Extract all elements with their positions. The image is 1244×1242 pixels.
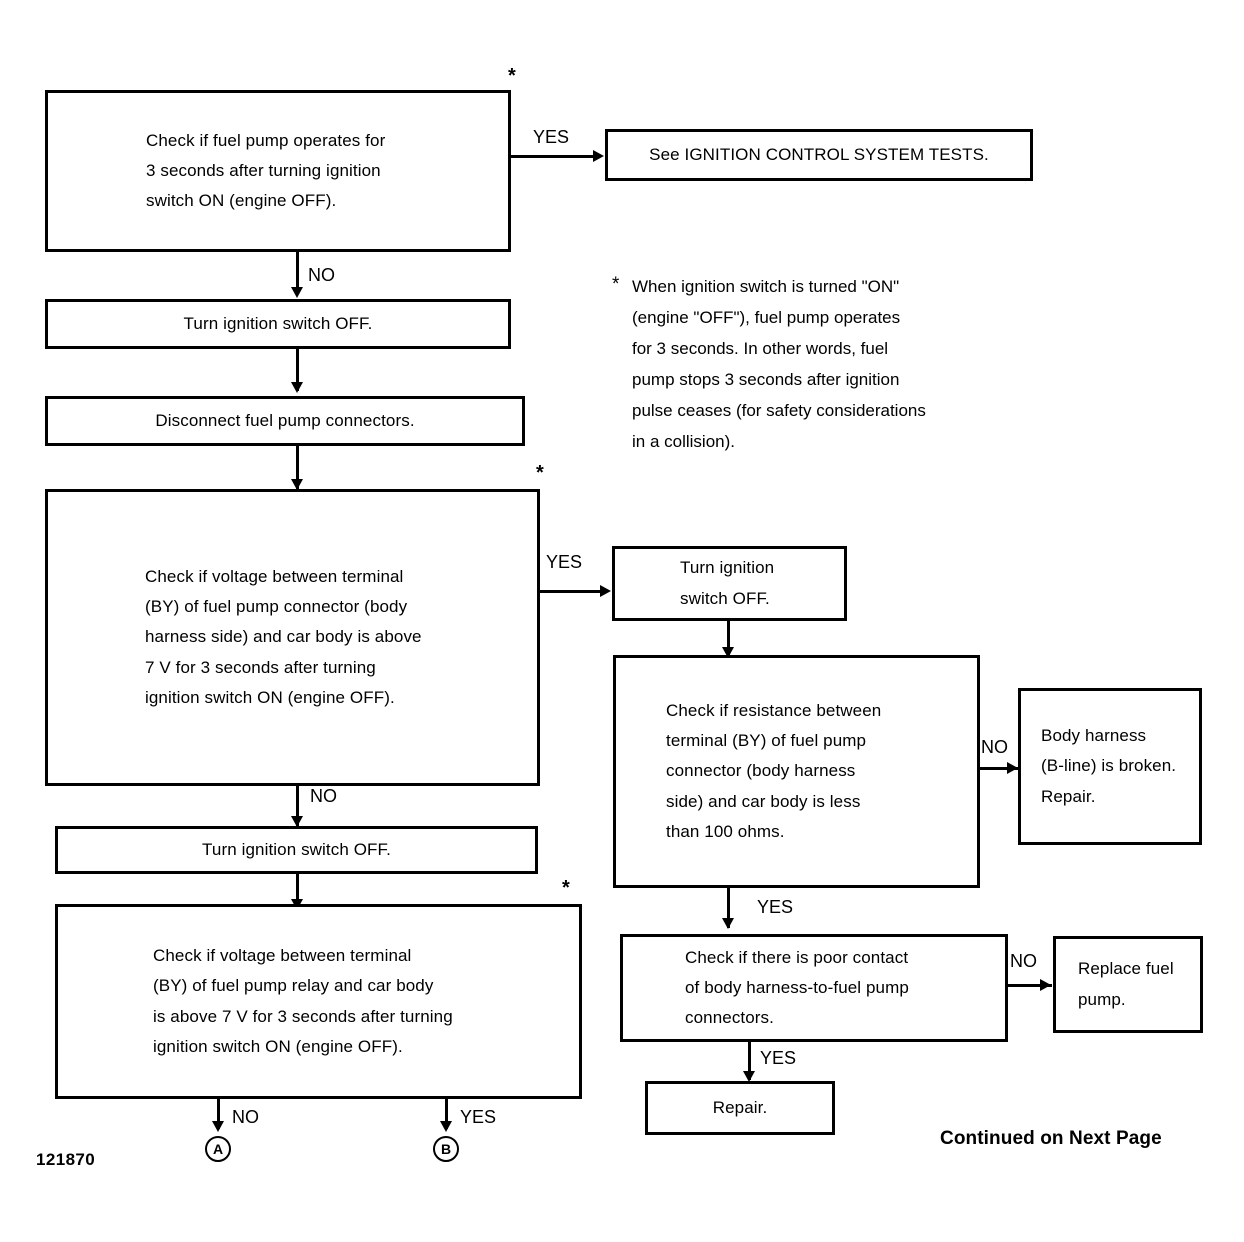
- edge-pump-operates-no-line: [296, 252, 299, 294]
- continued-on-next-page: Continued on Next Page: [940, 1128, 1162, 1149]
- edge-label-pump-operates-yes: YES: [533, 127, 570, 147]
- node-see-ignition-tests[interactable]: See IGNITION CONTROL SYSTEM TESTS.: [605, 129, 1033, 181]
- edge-poor-contact-yes-line: [748, 1042, 751, 1080]
- footnote-marker: *: [612, 274, 620, 295]
- edge-relay-yes-arrow: [440, 1121, 452, 1132]
- edge-label-relay-yes: YES: [460, 1107, 497, 1127]
- node-turn-off-1-label: Turn ignition switch OFF.: [183, 313, 373, 333]
- node-check-voltage-relay-label: Check if voltage between terminal (BY) o…: [153, 946, 453, 1056]
- node-replace-fuel-pump-label: Replace fuel pump.: [1078, 959, 1174, 1009]
- edge-label-poor-contact-yes: YES: [760, 1048, 797, 1068]
- edge-turnoff1-to-disconnect-arrow: [291, 382, 303, 393]
- node-check-voltage-relay[interactable]: Check if voltage between terminal (BY) o…: [55, 904, 582, 1099]
- edge-label-pump-operates-no: NO: [308, 265, 335, 285]
- figure-number: 121870: [36, 1150, 96, 1169]
- edge-label-resistance-no: NO: [981, 737, 1008, 757]
- node-turn-off-2-label: Turn ignition switch OFF.: [680, 558, 775, 608]
- edge-label-poor-contact-no: NO: [1010, 951, 1037, 971]
- node-replace-fuel-pump[interactable]: Replace fuel pump.: [1053, 936, 1203, 1033]
- node-check-voltage-connector[interactable]: Check if voltage between terminal (BY) o…: [45, 489, 540, 786]
- edge-poor-contact-no-line: [1008, 984, 1052, 987]
- node-check-pump-operates[interactable]: Check if fuel pump operates for 3 second…: [45, 90, 511, 252]
- edge-turnoff1-to-disconnect-line: [296, 349, 299, 391]
- edge-turnoff2-to-resistance-arrow: [722, 647, 734, 658]
- edge-pump-operates-yes-line: [511, 155, 595, 158]
- edge-resistance-no-line: [980, 767, 1018, 770]
- node-body-harness-broken[interactable]: Body harness (B-line) is broken. Repair.: [1018, 688, 1202, 845]
- connector-circle-b[interactable]: B: [433, 1136, 459, 1162]
- node-check-resistance[interactable]: Check if resistance between terminal (BY…: [613, 655, 980, 888]
- node-check-poor-contact-label: Check if there is poor contact of body h…: [685, 947, 909, 1028]
- connector-circle-a[interactable]: A: [205, 1136, 231, 1162]
- edge-resistance-yes-line: [727, 888, 730, 928]
- edge-resistance-no-arrow: [1007, 762, 1018, 774]
- edge-disconnect-to-voltage-line: [296, 446, 299, 490]
- asterisk-marker-check-voltage-connector: *: [536, 462, 544, 484]
- edge-label-voltage-connector-no: NO: [310, 786, 337, 806]
- asterisk-marker-check-voltage-relay: *: [562, 877, 570, 899]
- footnote-text: When ignition switch is turned "ON" (eng…: [632, 277, 926, 451]
- edge-turnoff3-to-relay-line: [296, 874, 299, 909]
- connector-circle-a-label: A: [212, 1141, 224, 1157]
- node-turn-off-2[interactable]: Turn ignition switch OFF.: [612, 546, 847, 621]
- connector-circle-b-label: B: [440, 1141, 452, 1157]
- edge-label-relay-no: NO: [232, 1107, 259, 1127]
- edge-voltage-connector-yes-arrow: [600, 585, 611, 597]
- edge-relay-no-line: [217, 1099, 220, 1129]
- node-check-voltage-connector-label: Check if voltage between terminal (BY) o…: [145, 566, 422, 707]
- edge-relay-no-arrow: [212, 1121, 224, 1132]
- node-turn-off-1[interactable]: Turn ignition switch OFF.: [45, 299, 511, 349]
- edge-pump-operates-yes-arrow: [593, 150, 604, 162]
- asterisk-marker-check-pump-operates: *: [508, 65, 516, 87]
- edge-label-voltage-connector-yes: YES: [546, 552, 583, 572]
- edge-voltage-connector-no-arrow: [291, 816, 303, 827]
- edge-relay-yes-line: [445, 1099, 448, 1129]
- node-body-harness-broken-label: Body harness (B-line) is broken. Repair.: [1041, 726, 1177, 806]
- node-turn-off-3[interactable]: Turn ignition switch OFF.: [55, 826, 538, 874]
- edge-poor-contact-yes-arrow: [743, 1071, 755, 1082]
- edge-label-resistance-yes: YES: [757, 897, 794, 917]
- node-check-resistance-label: Check if resistance between terminal (BY…: [666, 700, 882, 841]
- node-check-poor-contact[interactable]: Check if there is poor contact of body h…: [620, 934, 1008, 1042]
- edge-turnoff2-to-resistance-line: [727, 621, 730, 657]
- edge-voltage-connector-yes-line: [540, 590, 602, 593]
- node-disconnect-connectors-label: Disconnect fuel pump connectors.: [155, 410, 415, 430]
- edge-resistance-yes-arrow: [722, 918, 734, 929]
- node-see-ignition-tests-label: See IGNITION CONTROL SYSTEM TESTS.: [649, 144, 989, 164]
- node-disconnect-connectors[interactable]: Disconnect fuel pump connectors.: [45, 396, 525, 446]
- edge-poor-contact-no-arrow: [1040, 979, 1051, 991]
- node-turn-off-3-label: Turn ignition switch OFF.: [202, 839, 391, 859]
- edge-disconnect-to-voltage-arrow: [291, 479, 303, 490]
- edge-pump-operates-no-arrow: [291, 287, 303, 298]
- node-repair[interactable]: Repair.: [645, 1081, 835, 1135]
- node-repair-label: Repair.: [712, 1097, 768, 1117]
- node-check-pump-operates-label: Check if fuel pump operates for 3 second…: [146, 130, 386, 211]
- edge-voltage-connector-no-line: [296, 786, 299, 826]
